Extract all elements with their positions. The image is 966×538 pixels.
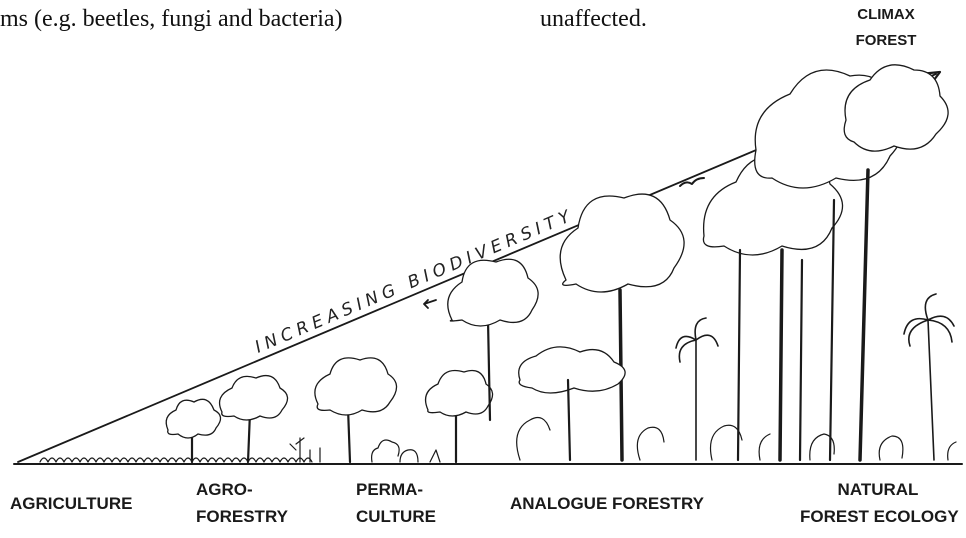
agroforestry-trees-sketch [166, 376, 320, 462]
stage-label-natural-forest-ecology: NATURAL FOREST ECOLOGY [800, 476, 956, 530]
stage-label-line: FORESTRY [196, 503, 288, 530]
stage-label-line: AGRICULTURE [10, 490, 132, 517]
stage-label-line: AGRO- [196, 476, 288, 503]
natural-forest-trees-sketch [703, 65, 956, 460]
stage-label-line: FOREST ECOLOGY [800, 503, 956, 530]
stage-label-agriculture: AGRICULTURE [10, 490, 132, 517]
stage-label-line: PERMA- [356, 476, 436, 503]
bird-sketch [680, 178, 704, 186]
analogue-forestry-trees-sketch [448, 194, 718, 460]
stage-label-line: ANALOGUE FORESTRY [510, 490, 704, 517]
stage-label-permaculture: PERMA- CULTURE [356, 476, 436, 530]
stage-label-analogue-forestry: ANALOGUE FORESTRY [510, 490, 704, 517]
small-arrow-sketch [424, 300, 436, 308]
stage-label-line: CULTURE [356, 503, 436, 530]
crop-row-sketch [40, 458, 312, 462]
stage-label-agroforestry: AGRO- FORESTRY [196, 476, 288, 530]
permaculture-trees-sketch [315, 358, 493, 462]
stage-label-line: NATURAL [800, 476, 956, 503]
